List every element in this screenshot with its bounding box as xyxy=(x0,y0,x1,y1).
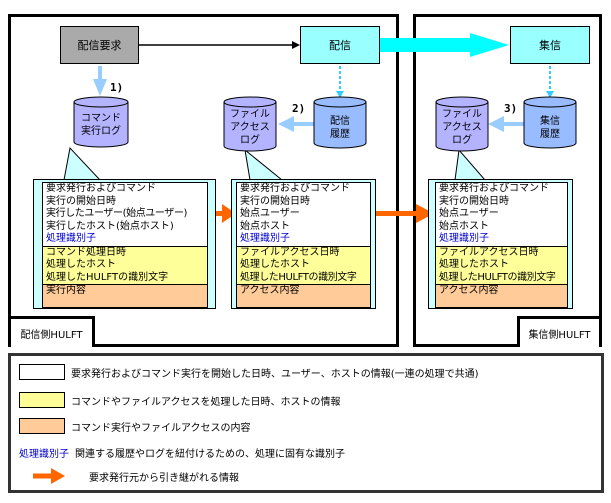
identifier-line: 処理識別子 xyxy=(439,233,489,244)
identifier-line: 処理識別子 xyxy=(46,233,96,244)
sender-host-label: 配信側HULFT xyxy=(8,316,95,347)
legend-processing-text: コマンドやファイルアクセスを処理した日時、ホストの情報 xyxy=(71,396,341,408)
info-line: 実行の開始日時 xyxy=(439,195,509,207)
command-log-cylinder xyxy=(73,96,129,148)
send-to-history-arrowhead xyxy=(336,91,344,98)
info-line: コマンド処理日時 xyxy=(46,246,126,258)
legend-inherit-text: 要求発行元から引き継がれる情報 xyxy=(89,472,239,484)
info-line: 実行したホスト(始点ホスト) xyxy=(46,220,174,232)
step3-arrow-shaft xyxy=(502,122,524,126)
command-log-callout: 要求発行およびコマンド 実行の開始日時 実行したユーザー(始点ユーザー) 実行し… xyxy=(33,179,216,309)
inherit-arrow-2-shaft xyxy=(376,211,420,216)
info-line: ファイルアクセス日時 xyxy=(240,246,340,258)
legend-processing-row: コマンドやファイルアクセスを処理した日時、ホストの情報 xyxy=(19,392,341,408)
content-info-section: アクセス内容 xyxy=(436,284,567,307)
send-box: 配信 xyxy=(300,26,380,64)
command-log-label: コマンド 実行ログ xyxy=(74,112,128,142)
sender-file-log-info: 要求発行およびコマンド 実行の開始日時 始点ユーザー 始点ホスト 処理識別子 フ… xyxy=(236,182,371,308)
legend-identifier-row: 処理識別子 関連する履歴やログを紐付けるための、処理に固有な識別子 xyxy=(19,445,345,460)
info-line: 処理したHULFTの識別文字 xyxy=(46,271,169,283)
info-line: 処理したホスト xyxy=(46,259,116,270)
receiver-host-label: 集信側HULFT xyxy=(517,316,602,347)
callout-pointer-1 xyxy=(63,146,102,181)
info-line: 要求発行およびコマンド xyxy=(46,183,156,194)
send-request-box: 配信要求 xyxy=(60,26,139,64)
info-line: 要求発行およびコマンド xyxy=(240,183,350,194)
step3-arrowhead xyxy=(488,116,504,132)
info-line: 処理したホスト xyxy=(439,259,509,270)
legend-orange-swatch xyxy=(19,418,65,434)
legend-inherit-row: 要求発行元から引き継がれる情報 xyxy=(19,468,239,484)
receiver-file-log-label: ファイル アクセス ログ xyxy=(436,108,488,148)
request-to-send-arrowhead xyxy=(292,41,300,49)
sender-file-log-cylinder xyxy=(223,96,277,152)
legend-identifier-key: 処理識別子 xyxy=(19,449,69,460)
info-line: アクセス内容 xyxy=(439,285,499,296)
callout-pointer-2 xyxy=(244,148,284,181)
send-history-cylinder xyxy=(313,96,367,149)
info-line: 処理したホスト xyxy=(240,259,310,270)
common-info-section: 要求発行およびコマンド 実行の開始日時 始点ユーザー 始点ホスト 処理識別子 xyxy=(237,183,370,246)
command-log-info: 要求発行およびコマンド 実行の開始日時 実行したユーザー(始点ユーザー) 実行し… xyxy=(42,182,208,308)
step2-label: 2) xyxy=(292,102,306,115)
info-line: 始点ユーザー xyxy=(439,208,499,219)
info-line: 始点ホスト xyxy=(439,220,489,232)
step3-label: 3) xyxy=(504,102,518,115)
send-history-label: 配信 履歴 xyxy=(314,115,366,145)
content-info-section: アクセス内容 xyxy=(237,284,370,307)
sender-file-log-label: ファイル アクセス ログ xyxy=(224,108,276,148)
processing-info-section: ファイルアクセス日時 処理したホスト 処理したHULFTの識別文字 xyxy=(436,245,567,284)
info-line: 実行内容 xyxy=(46,285,86,296)
sender-file-log-text: ファイル アクセス ログ xyxy=(230,109,270,146)
receive-history-cylinder xyxy=(523,96,577,149)
info-line: 処理したHULFTの識別文字 xyxy=(439,271,556,283)
step1-label: 1) xyxy=(110,81,124,94)
receive-history-text: 集信 履歴 xyxy=(540,116,560,140)
receiver-file-log-text: ファイル アクセス ログ xyxy=(442,109,482,146)
processing-info-section: ファイルアクセス日時 処理したホスト 処理したHULFTの識別文字 xyxy=(237,245,370,284)
info-line: アクセス内容 xyxy=(240,285,300,296)
receiver-file-log-callout: 要求発行およびコマンド 実行の開始日時 始点ユーザー 始点ホスト 処理識別子 フ… xyxy=(428,179,573,309)
info-line: ファイルアクセス日時 xyxy=(439,246,539,258)
info-line: 始点ユーザー xyxy=(240,208,300,219)
legend-common-text: 要求発行およびコマンド実行を開始した日時、ユーザー、ホストの情報(一連の処理で共… xyxy=(71,368,479,380)
step1-arrowhead xyxy=(93,79,107,96)
receiver-file-log-info: 要求発行およびコマンド 実行の開始日時 始点ユーザー 始点ホスト 処理識別子 フ… xyxy=(435,182,568,308)
step2-arrow-shaft xyxy=(292,122,314,126)
common-info-section: 要求発行およびコマンド 実行の開始日時 始点ユーザー 始点ホスト 処理識別子 xyxy=(436,183,567,246)
command-log-text: コマンド 実行ログ xyxy=(81,113,121,137)
orange-arrow-icon xyxy=(33,468,65,484)
receive-history-label: 集信 履歴 xyxy=(524,115,576,145)
legend-content-text: コマンド実行やファイルアクセスの内容 xyxy=(71,422,251,434)
send-history-text: 配信 履歴 xyxy=(330,116,350,140)
processing-info-section: コマンド処理日時 処理したホスト 処理したHULFTの識別文字 xyxy=(43,245,207,284)
content-info-section: 実行内容 xyxy=(43,284,207,307)
identifier-line: 処理識別子 xyxy=(240,233,290,244)
legend-yellow-swatch xyxy=(19,392,65,408)
step2-arrowhead xyxy=(278,116,294,132)
common-info-section: 要求発行およびコマンド 実行の開始日時 実行したユーザー(始点ユーザー) 実行し… xyxy=(43,183,207,246)
legend-identifier-text: 関連する履歴やログを紐付けるための、処理に固有な識別子 xyxy=(75,449,345,460)
info-line: 始点ホスト xyxy=(240,220,290,232)
inherit-arrow-1-shaft xyxy=(212,211,226,216)
legend-content-row: コマンド実行やファイルアクセスの内容 xyxy=(19,418,251,434)
info-line: 要求発行およびコマンド xyxy=(439,183,549,194)
transfer-arrow xyxy=(380,33,509,57)
legend-white-swatch xyxy=(19,364,65,380)
info-line: 処理したHULFTの識別文字 xyxy=(240,271,357,283)
inherit-arrow-2-head xyxy=(416,204,434,223)
callout-pointer-3 xyxy=(454,148,487,181)
inherit-arrow-1-head xyxy=(222,204,236,223)
info-line: 実行の開始日時 xyxy=(46,195,116,207)
receiver-file-log-cylinder xyxy=(435,96,489,152)
info-line: 実行の開始日時 xyxy=(240,195,310,207)
receive-to-history-arrowhead xyxy=(546,91,554,98)
info-line: 実行したユーザー(始点ユーザー) xyxy=(46,208,188,219)
step1-arrow-shaft xyxy=(98,66,102,80)
sender-file-log-callout: 要求発行およびコマンド 実行の開始日時 始点ユーザー 始点ホスト 処理識別子 フ… xyxy=(231,179,376,309)
legend: 要求発行およびコマンド実行を開始した日時、ユーザー、ホストの情報(一連の処理で共… xyxy=(8,353,604,493)
legend-common-row: 要求発行およびコマンド実行を開始した日時、ユーザー、ホストの情報(一連の処理で共… xyxy=(19,364,479,380)
receive-box: 集信 xyxy=(510,26,590,64)
